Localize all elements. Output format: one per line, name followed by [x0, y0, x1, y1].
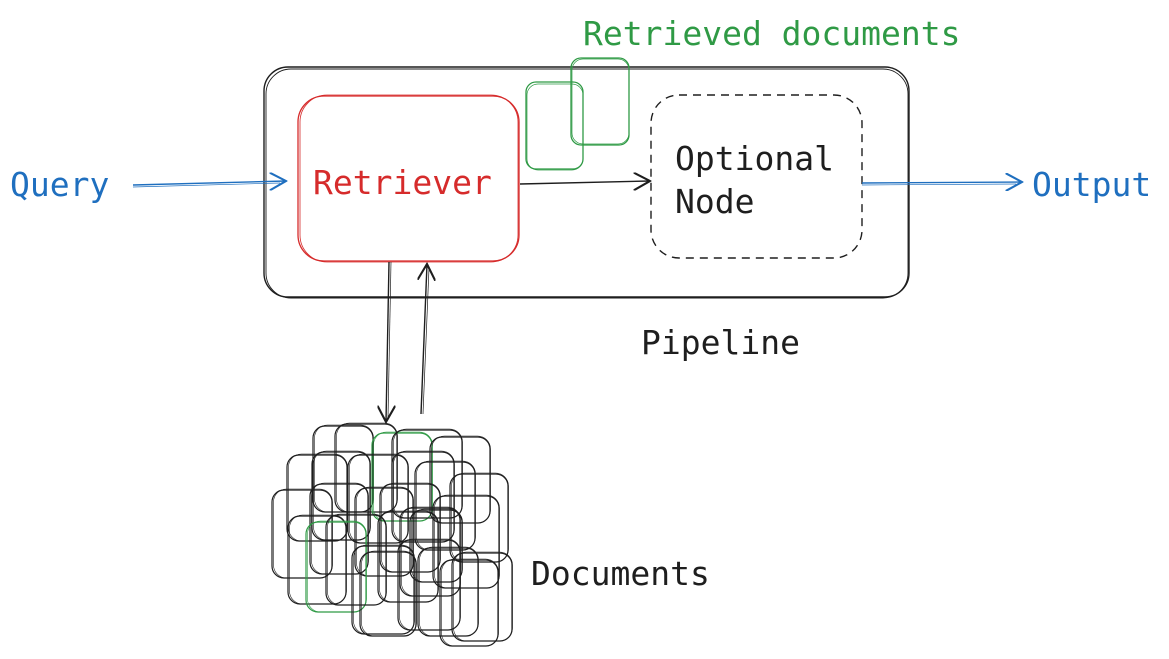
document-page — [334, 423, 398, 513]
query-arrow — [132, 181, 286, 187]
document-page — [271, 489, 333, 579]
document-page-sketch — [399, 538, 461, 631]
document-page-sketch — [393, 428, 463, 519]
document-page — [451, 552, 513, 642]
document-page-sketch — [356, 486, 414, 577]
document-page — [354, 487, 414, 577]
document-page-sketch — [311, 482, 369, 575]
document-page-sketch — [381, 482, 441, 573]
retrieved-documents-label: Retrieved documents — [583, 14, 961, 53]
document-page-sketch — [434, 494, 500, 589]
document-page-sketch — [288, 453, 348, 542]
document-page — [312, 425, 374, 513]
pipeline-label: Pipeline — [641, 323, 800, 362]
document-page-sketch — [289, 514, 347, 605]
retriever-to-optional-arrow — [519, 181, 650, 184]
document-page-sketch — [379, 510, 439, 603]
document-page — [309, 483, 369, 575]
documents-cluster — [271, 422, 513, 647]
retrieved-document-page-sketch — [307, 520, 367, 613]
document-page — [325, 514, 387, 606]
document-page — [414, 461, 476, 551]
documents-to-retriever-arrow — [421, 264, 429, 415]
query-label: Query — [10, 165, 109, 204]
document-page-sketch — [451, 472, 509, 563]
document-page-sketch — [336, 422, 398, 513]
document-page — [286, 454, 348, 542]
document-page-sketch — [314, 424, 374, 513]
optional-node-label-line1: Optional — [675, 139, 834, 178]
retrieved-documents-icon — [525, 57, 630, 171]
document-page-sketch — [353, 544, 415, 635]
document-page — [287, 515, 347, 605]
document-page-sketch — [419, 546, 479, 637]
document-page — [311, 451, 371, 541]
output-label: Output — [1032, 165, 1151, 204]
document-page-sketch — [273, 488, 333, 579]
document-page-sketch — [441, 558, 499, 647]
document-page-sketch — [327, 513, 387, 606]
retriever-to-documents-arrow — [386, 261, 391, 422]
document-page-sketch — [453, 551, 513, 642]
document-page-sketch — [361, 550, 417, 637]
document-page-sketch — [411, 508, 463, 583]
optional-node-label-line2: Node — [675, 182, 754, 221]
document-page — [439, 559, 499, 647]
document-page-sketch — [431, 435, 491, 524]
document-page-sketch — [349, 453, 409, 544]
retrieved-document-page-sketch — [373, 431, 433, 522]
documents-label: Documents — [531, 554, 710, 593]
document-page-sketch — [313, 450, 371, 541]
retriever-label: Retriever — [313, 163, 492, 202]
document-page-sketch — [416, 460, 476, 551]
retriever-node — [297, 94, 520, 263]
output-arrow — [861, 182, 1022, 185]
